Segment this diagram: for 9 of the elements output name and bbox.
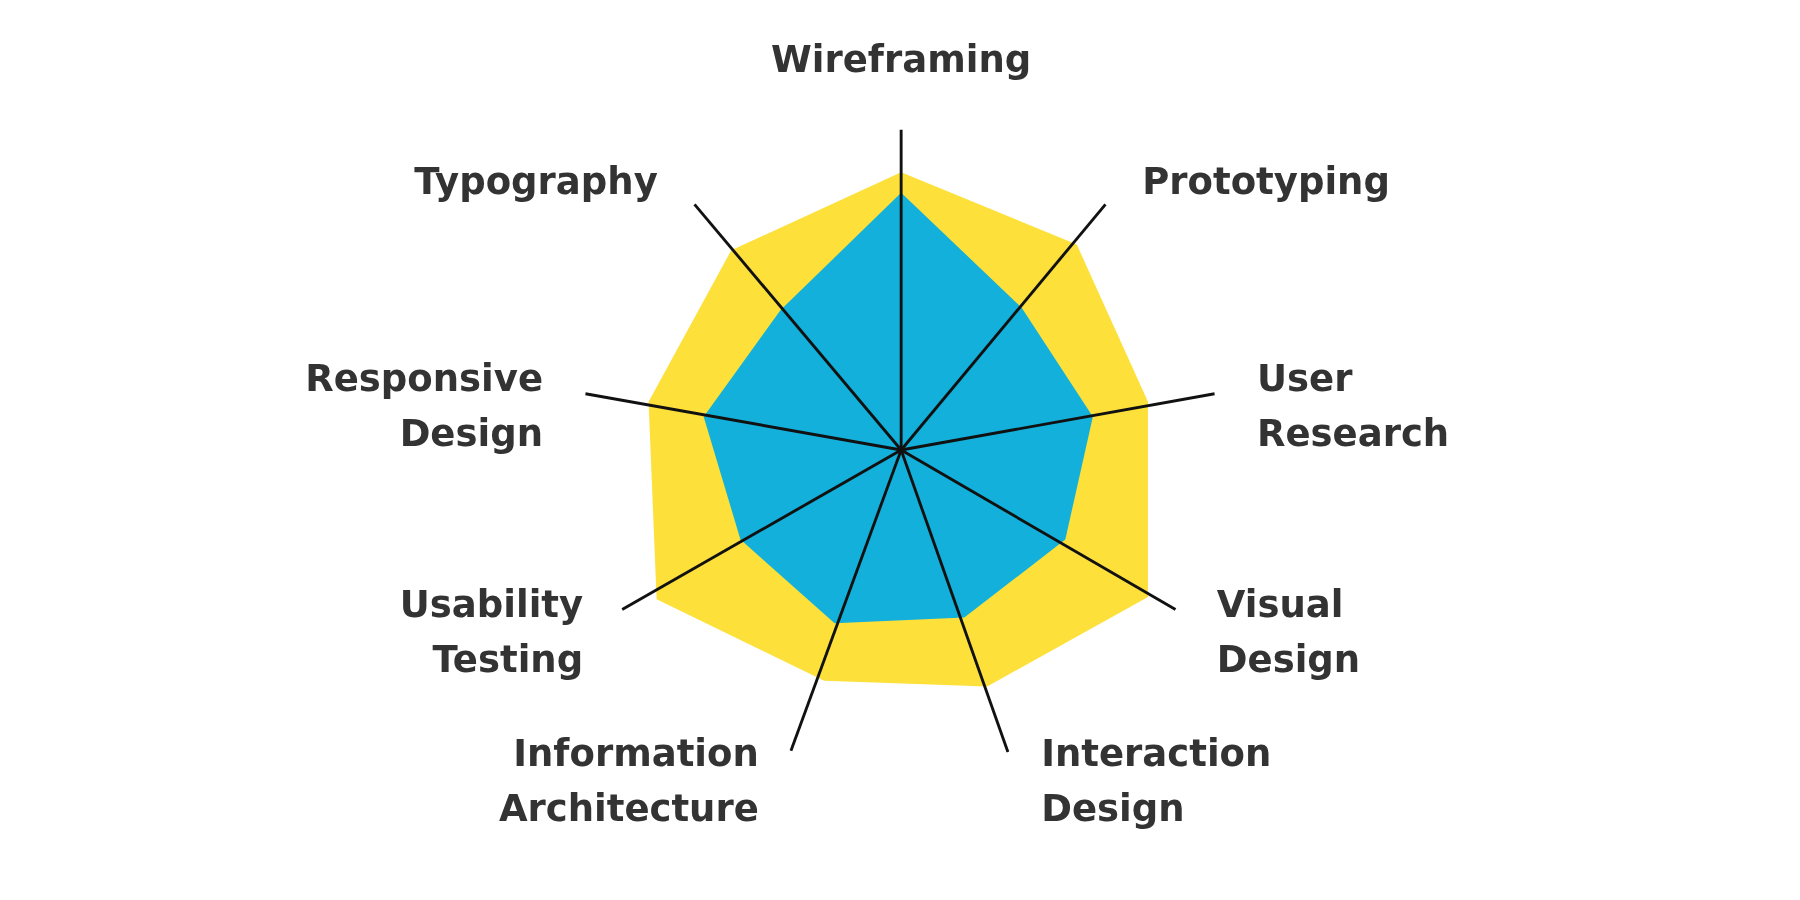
axis-label: Usability Testing	[398, 582, 584, 684]
axis-label: User Research	[1257, 356, 1451, 458]
axis-label: Prototyping	[1142, 158, 1391, 205]
axis-label: Typography	[413, 158, 658, 205]
axis-label: Interaction Design	[1041, 730, 1273, 832]
axis-label: Responsive Design	[304, 356, 543, 458]
axis-label: Information Architecture	[497, 730, 759, 832]
axis-label: Visual Design	[1216, 582, 1362, 684]
axis-label: Wireframing	[770, 37, 1033, 84]
